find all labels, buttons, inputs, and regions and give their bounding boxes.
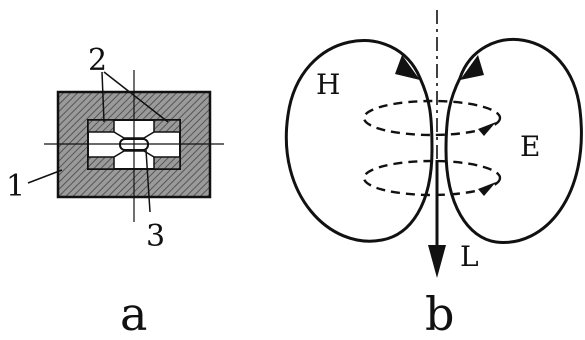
leader-2a: [101, 71, 105, 123]
subfigure-label-a: a: [120, 287, 147, 340]
e-field-loop-lower: [362, 159, 502, 197]
label-e: E: [520, 130, 540, 163]
figure-a: 1 2 3 a: [6, 43, 224, 340]
e-field-loop-upper: [362, 99, 502, 137]
direction-arrow-head: [428, 245, 446, 278]
leader-2b: [103, 71, 169, 123]
callout-1: 1: [6, 169, 25, 204]
callout-3: 3: [146, 219, 165, 254]
figure-b: H E L b: [284, 10, 583, 340]
leader-3: [145, 149, 151, 213]
h-field-loop-left: [284, 39, 434, 243]
label-l: L: [460, 240, 479, 273]
label-h: H: [316, 68, 340, 101]
leader-1: [27, 169, 63, 184]
subfigure-label-b: b: [425, 287, 454, 340]
e-arrow-lower: [478, 182, 496, 196]
loop-arrow-right: [460, 55, 484, 80]
loop-arrow-left: [395, 55, 420, 80]
e-arrow-upper: [478, 122, 496, 136]
callout-2: 2: [88, 43, 107, 78]
right-insert: [153, 119, 181, 170]
left-insert: [87, 119, 115, 170]
e-field-loops: [362, 99, 502, 197]
h-field-loop-right: [444, 37, 583, 244]
